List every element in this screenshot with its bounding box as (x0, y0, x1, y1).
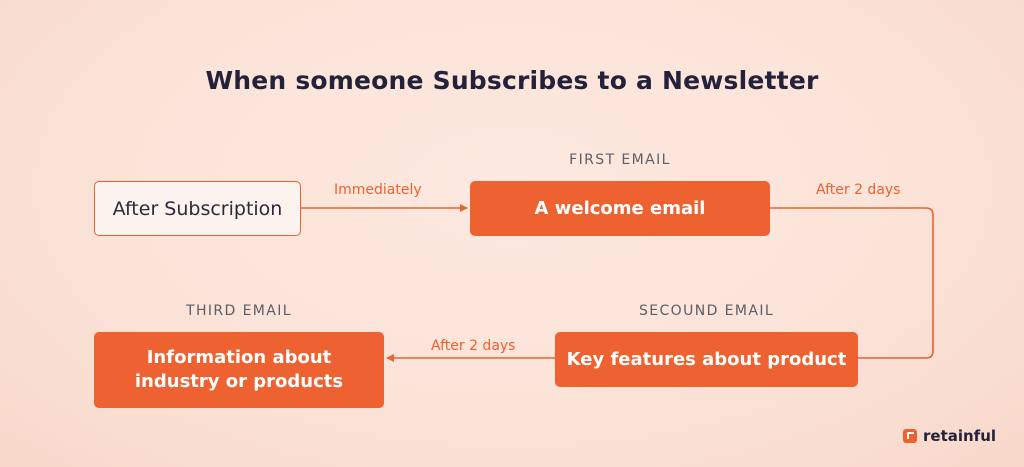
arrow-first-to-second (770, 207, 934, 359)
node-key-features-label: Key features about product (566, 348, 847, 370)
edge-label-after-2-days-second: After 2 days (431, 338, 516, 354)
step-label-first-email: FIRST EMAIL (569, 152, 671, 168)
node-key-features: Key features about product (555, 332, 858, 387)
node-industry-info-line2: industry or products (134, 371, 344, 392)
node-after-subscription: After Subscription (94, 181, 301, 236)
step-label-second-email: SECOUND EMAIL (638, 303, 775, 319)
edge-label-immediately: Immediately (334, 182, 422, 198)
diagram-title: When someone Subscribes to a Newsletter (205, 66, 819, 95)
retainful-logo-icon (903, 429, 917, 443)
node-welcome-email: A welcome email (470, 181, 770, 236)
brand-logo: retainful (903, 427, 996, 445)
node-welcome-email-label: A welcome email (534, 197, 706, 219)
edge-label-after-2-days-first: After 2 days (816, 182, 901, 198)
brand-name: retainful (923, 427, 997, 445)
step-label-third-email: THIRD EMAIL (186, 303, 292, 319)
node-industry-info: Information about industry or products (94, 332, 384, 408)
node-after-subscription-label: After Subscription (112, 197, 283, 220)
node-industry-info-line1: Information about (146, 347, 332, 368)
